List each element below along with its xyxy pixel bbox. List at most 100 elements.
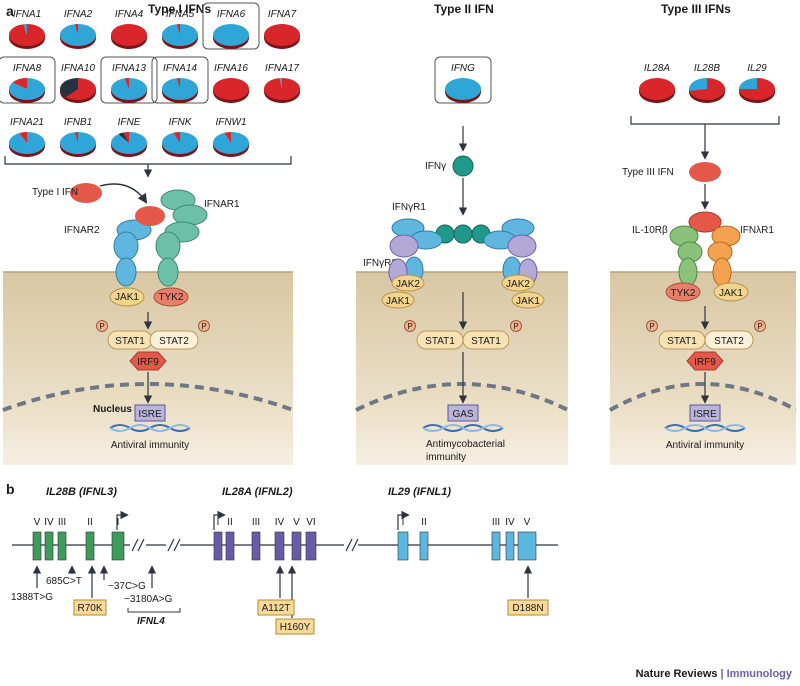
type2-gas-label: GAS [452, 409, 473, 420]
type1-dna [109, 424, 191, 432]
type2-gene-pie: IFNG [434, 56, 492, 104]
variant-arrows [32, 565, 533, 618]
pie-slice [23, 24, 27, 35]
exon-il28b-4 [85, 531, 95, 561]
type1-stat2-label: STAT2 [159, 336, 189, 347]
gene-name-ifna2: IFNA2 [64, 9, 93, 20]
type3-ifn-label: Type III IFN [622, 167, 674, 178]
exon-il28b-1 [32, 531, 42, 561]
pie-slice [176, 78, 180, 89]
pie-slice [74, 132, 78, 143]
exon-il29-1 [397, 531, 409, 561]
type1-bracket [4, 156, 292, 165]
type2-stat1-b [462, 330, 510, 350]
type2-gas [447, 404, 479, 422]
gene-name-ifna10: IFNA10 [61, 63, 95, 74]
pie-slice [639, 78, 675, 100]
type1-ifn-ligand [70, 183, 102, 203]
exon-il28a-4 [274, 531, 285, 561]
type2-jak2-left [391, 274, 425, 292]
svg-text:P: P [757, 322, 762, 331]
exon-label: I [217, 517, 220, 528]
type1-ifn-bound [135, 206, 165, 226]
pie-slice [688, 78, 707, 92]
exon-il29-2 [419, 531, 429, 561]
pie-slice [161, 24, 198, 46]
panel-b-label: b [6, 481, 15, 497]
gene-name-ifna7: IFNA7 [268, 9, 297, 20]
gene-name-ifna1: IFNA1 [13, 9, 41, 20]
svg-text:ISRE: ISRE [693, 409, 717, 420]
exon-il29-3 [491, 531, 501, 561]
type3-outcome: Antiviral immunity [666, 440, 744, 451]
type2-jak1-left [381, 291, 415, 309]
journal-credit: Nature Reviews|Immunology [636, 668, 792, 680]
gene-name-ifna5: IFNA5 [166, 9, 195, 20]
type2-jak1-right [511, 291, 545, 309]
type2-dna [422, 424, 504, 432]
ifng-ligand [452, 155, 474, 177]
svg-text:JAK2: JAK2 [396, 279, 420, 290]
exon-il28b-3 [57, 531, 67, 561]
type1-jak1 [109, 287, 145, 307]
pie-slice [213, 78, 249, 100]
type3-dna [664, 424, 746, 432]
variant-h160y: H160Y [280, 622, 311, 633]
pie-slice [74, 24, 78, 35]
type1-tyk2 [153, 287, 189, 307]
exon-label: V [34, 517, 41, 528]
ifnar1-label: IFNAR1 [204, 199, 240, 210]
type1-isre [134, 404, 166, 422]
gene-pie-ifne: IFNE [111, 117, 148, 157]
exon-il29-4 [505, 531, 515, 561]
type1-tyk2-label: TYK2 [158, 292, 183, 303]
variant-d188n: D188N [512, 603, 543, 614]
pie-slice [118, 132, 129, 143]
gene-name-il28a: IL28A [644, 63, 670, 74]
pie-slice [213, 24, 249, 46]
exon-label: III [58, 517, 66, 528]
svg-text:P: P [201, 322, 206, 331]
pie-slice [12, 78, 27, 89]
svg-text:JAK2: JAK2 [506, 279, 530, 290]
svg-text:P: P [407, 322, 412, 331]
exon-label: III [492, 517, 500, 528]
svg-text:JAK1: JAK1 [719, 288, 743, 299]
gene-name-ifnk: IFNK [169, 117, 193, 128]
type1-ifn-label: Type I IFN [32, 187, 78, 198]
variant-a112t: A112T [262, 603, 291, 614]
type1-jak1-label: JAK1 [115, 292, 139, 303]
pie-slice [263, 78, 300, 101]
type3-isre [689, 404, 721, 422]
credit-separator: | [720, 668, 724, 680]
variant-d188n-box [507, 599, 549, 616]
il28a-tss [213, 510, 226, 530]
gene-pie-ifng: IFNG [434, 56, 492, 104]
gene-pie-ifnb1: IFNB1 [59, 117, 96, 157]
ifnlr1-label: IFNλR1 [740, 225, 774, 236]
gene-pie-il29: IL29 [739, 63, 775, 103]
pie-slice [161, 78, 198, 100]
gene-name-ifna6: IFNA6 [217, 9, 246, 20]
type3-tyk2 [665, 282, 701, 302]
variant-1388: 1388T>G [11, 592, 53, 603]
type1-phospho-left [96, 320, 108, 332]
type1-irf9 [129, 351, 167, 371]
pie-slice [739, 78, 757, 89]
type3-title: Type III IFNs [661, 2, 731, 16]
exon-label: IV [275, 517, 285, 528]
exon-label: III [252, 517, 260, 528]
svg-text:JAK1: JAK1 [386, 296, 410, 307]
type3-gene-pies: IL28A IL28B IL29 [639, 63, 775, 103]
type1-binding-arrow [99, 183, 148, 204]
gene-pie-ifna7: IFNA7 [264, 9, 300, 49]
pie-slice [213, 132, 250, 155]
type1-stat1-label: STAT1 [115, 336, 145, 347]
panel-a-label: a [6, 3, 14, 19]
type1-title: Type I IFNs [148, 2, 211, 16]
pie-slice [123, 132, 129, 143]
pie-slice [689, 78, 726, 100]
gene-pie-il28b: IL28B [688, 63, 726, 103]
credit-journal: Nature Reviews [635, 668, 718, 680]
